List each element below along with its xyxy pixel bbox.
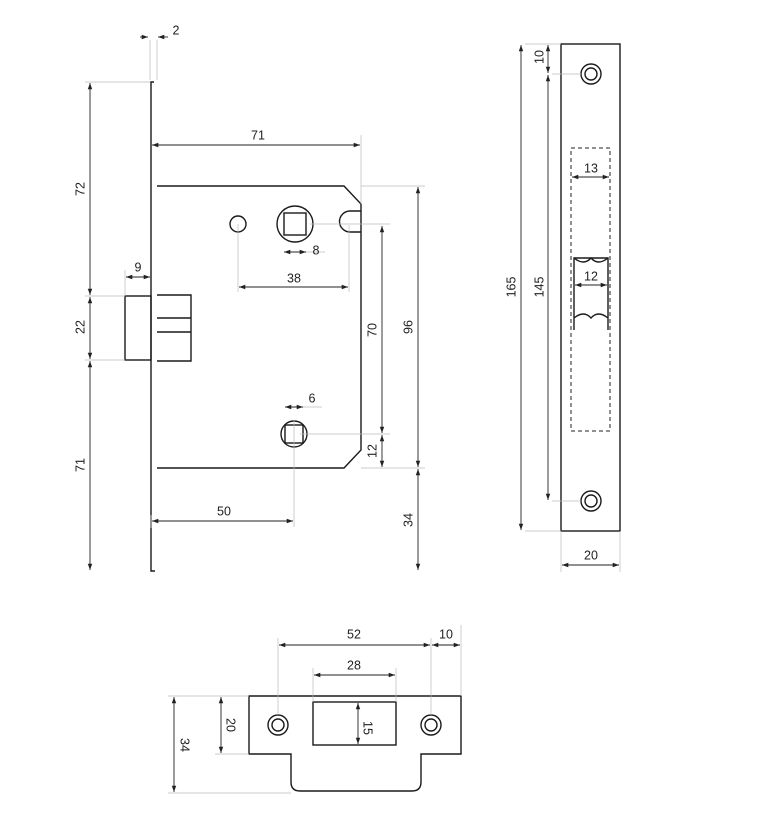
dim-slot-width: 13 bbox=[584, 161, 598, 175]
dim-faceplate-width: 20 bbox=[584, 548, 598, 562]
strike-opening bbox=[312, 701, 397, 746]
spindle-square bbox=[283, 212, 307, 236]
dim-latch-projection: 9 bbox=[135, 260, 142, 274]
latch-tail bbox=[157, 294, 192, 362]
hidden-slot-outline bbox=[570, 147, 611, 432]
strike-screw-hole-left bbox=[267, 714, 289, 736]
dim-spindle-to-cylinder: 70 bbox=[365, 323, 379, 337]
dim-cylinder-square: 6 bbox=[309, 391, 316, 405]
dim-top-to-latch: 72 bbox=[73, 182, 87, 196]
dim-strike-edge-offset: 10 bbox=[439, 627, 453, 641]
dim-spindle-square: 8 bbox=[313, 243, 320, 257]
lock-case bbox=[157, 185, 362, 469]
dim-backset-width: 71 bbox=[251, 128, 265, 142]
dim-screw-spacing: 145 bbox=[532, 277, 546, 298]
follower-slot bbox=[338, 210, 361, 233]
dim-strike-opening-width: 28 bbox=[347, 658, 361, 672]
dim-hole-spacing: 38 bbox=[287, 271, 301, 285]
screw-hole-top bbox=[580, 63, 602, 85]
dim-strike-total-height: 34 bbox=[178, 738, 192, 752]
dim-backset: 50 bbox=[217, 504, 231, 518]
dim-strike-screw-spacing: 52 bbox=[347, 627, 361, 641]
faceplate-outline bbox=[560, 43, 621, 532]
dim-latch-to-bottom: 71 bbox=[73, 458, 87, 472]
dim-total-length: 165 bbox=[504, 277, 518, 298]
lock-body-view: 2 71 72 22 71 9 8 38 70 12 96 34 6 50 bbox=[73, 23, 425, 572]
strike-screw-hole-right bbox=[420, 714, 442, 736]
screw-hole-bottom bbox=[580, 490, 602, 512]
dim-strike-opening-height: 15 bbox=[361, 721, 375, 735]
strike-plate-outline bbox=[248, 695, 462, 792]
dim-cylinder-to-edge: 12 bbox=[365, 444, 379, 458]
latch-bolt bbox=[124, 295, 152, 361]
dim-top-offset: 10 bbox=[532, 50, 546, 64]
spindle-hub bbox=[276, 205, 314, 243]
dim-latch-width: 12 bbox=[584, 269, 598, 283]
latch-opening bbox=[573, 256, 609, 330]
strike-plate-view: 52 10 28 20 15 34 bbox=[168, 625, 462, 794]
dim-body-to-end: 34 bbox=[401, 513, 415, 527]
dim-body-height: 96 bbox=[401, 320, 415, 334]
dim-latch-height: 22 bbox=[73, 320, 87, 334]
faceplate-front-view: 10 145 165 13 12 20 bbox=[504, 43, 621, 572]
dim-strike-plate-height: 20 bbox=[224, 718, 238, 732]
dim-faceplate-thickness: 2 bbox=[173, 23, 180, 37]
